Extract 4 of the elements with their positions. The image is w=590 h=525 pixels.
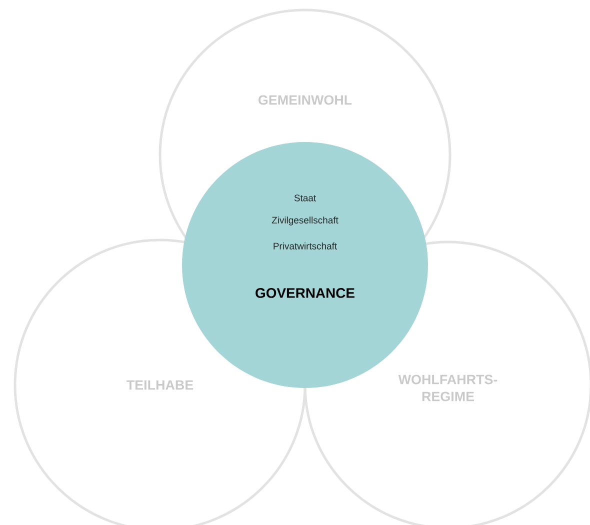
circle-title: GOVERNANCE [256,288,354,298]
list-item: Staat [294,194,316,202]
list-item: Zivilgesellschaft [272,216,338,226]
list-item: Privatwirtschaft [274,242,338,250]
